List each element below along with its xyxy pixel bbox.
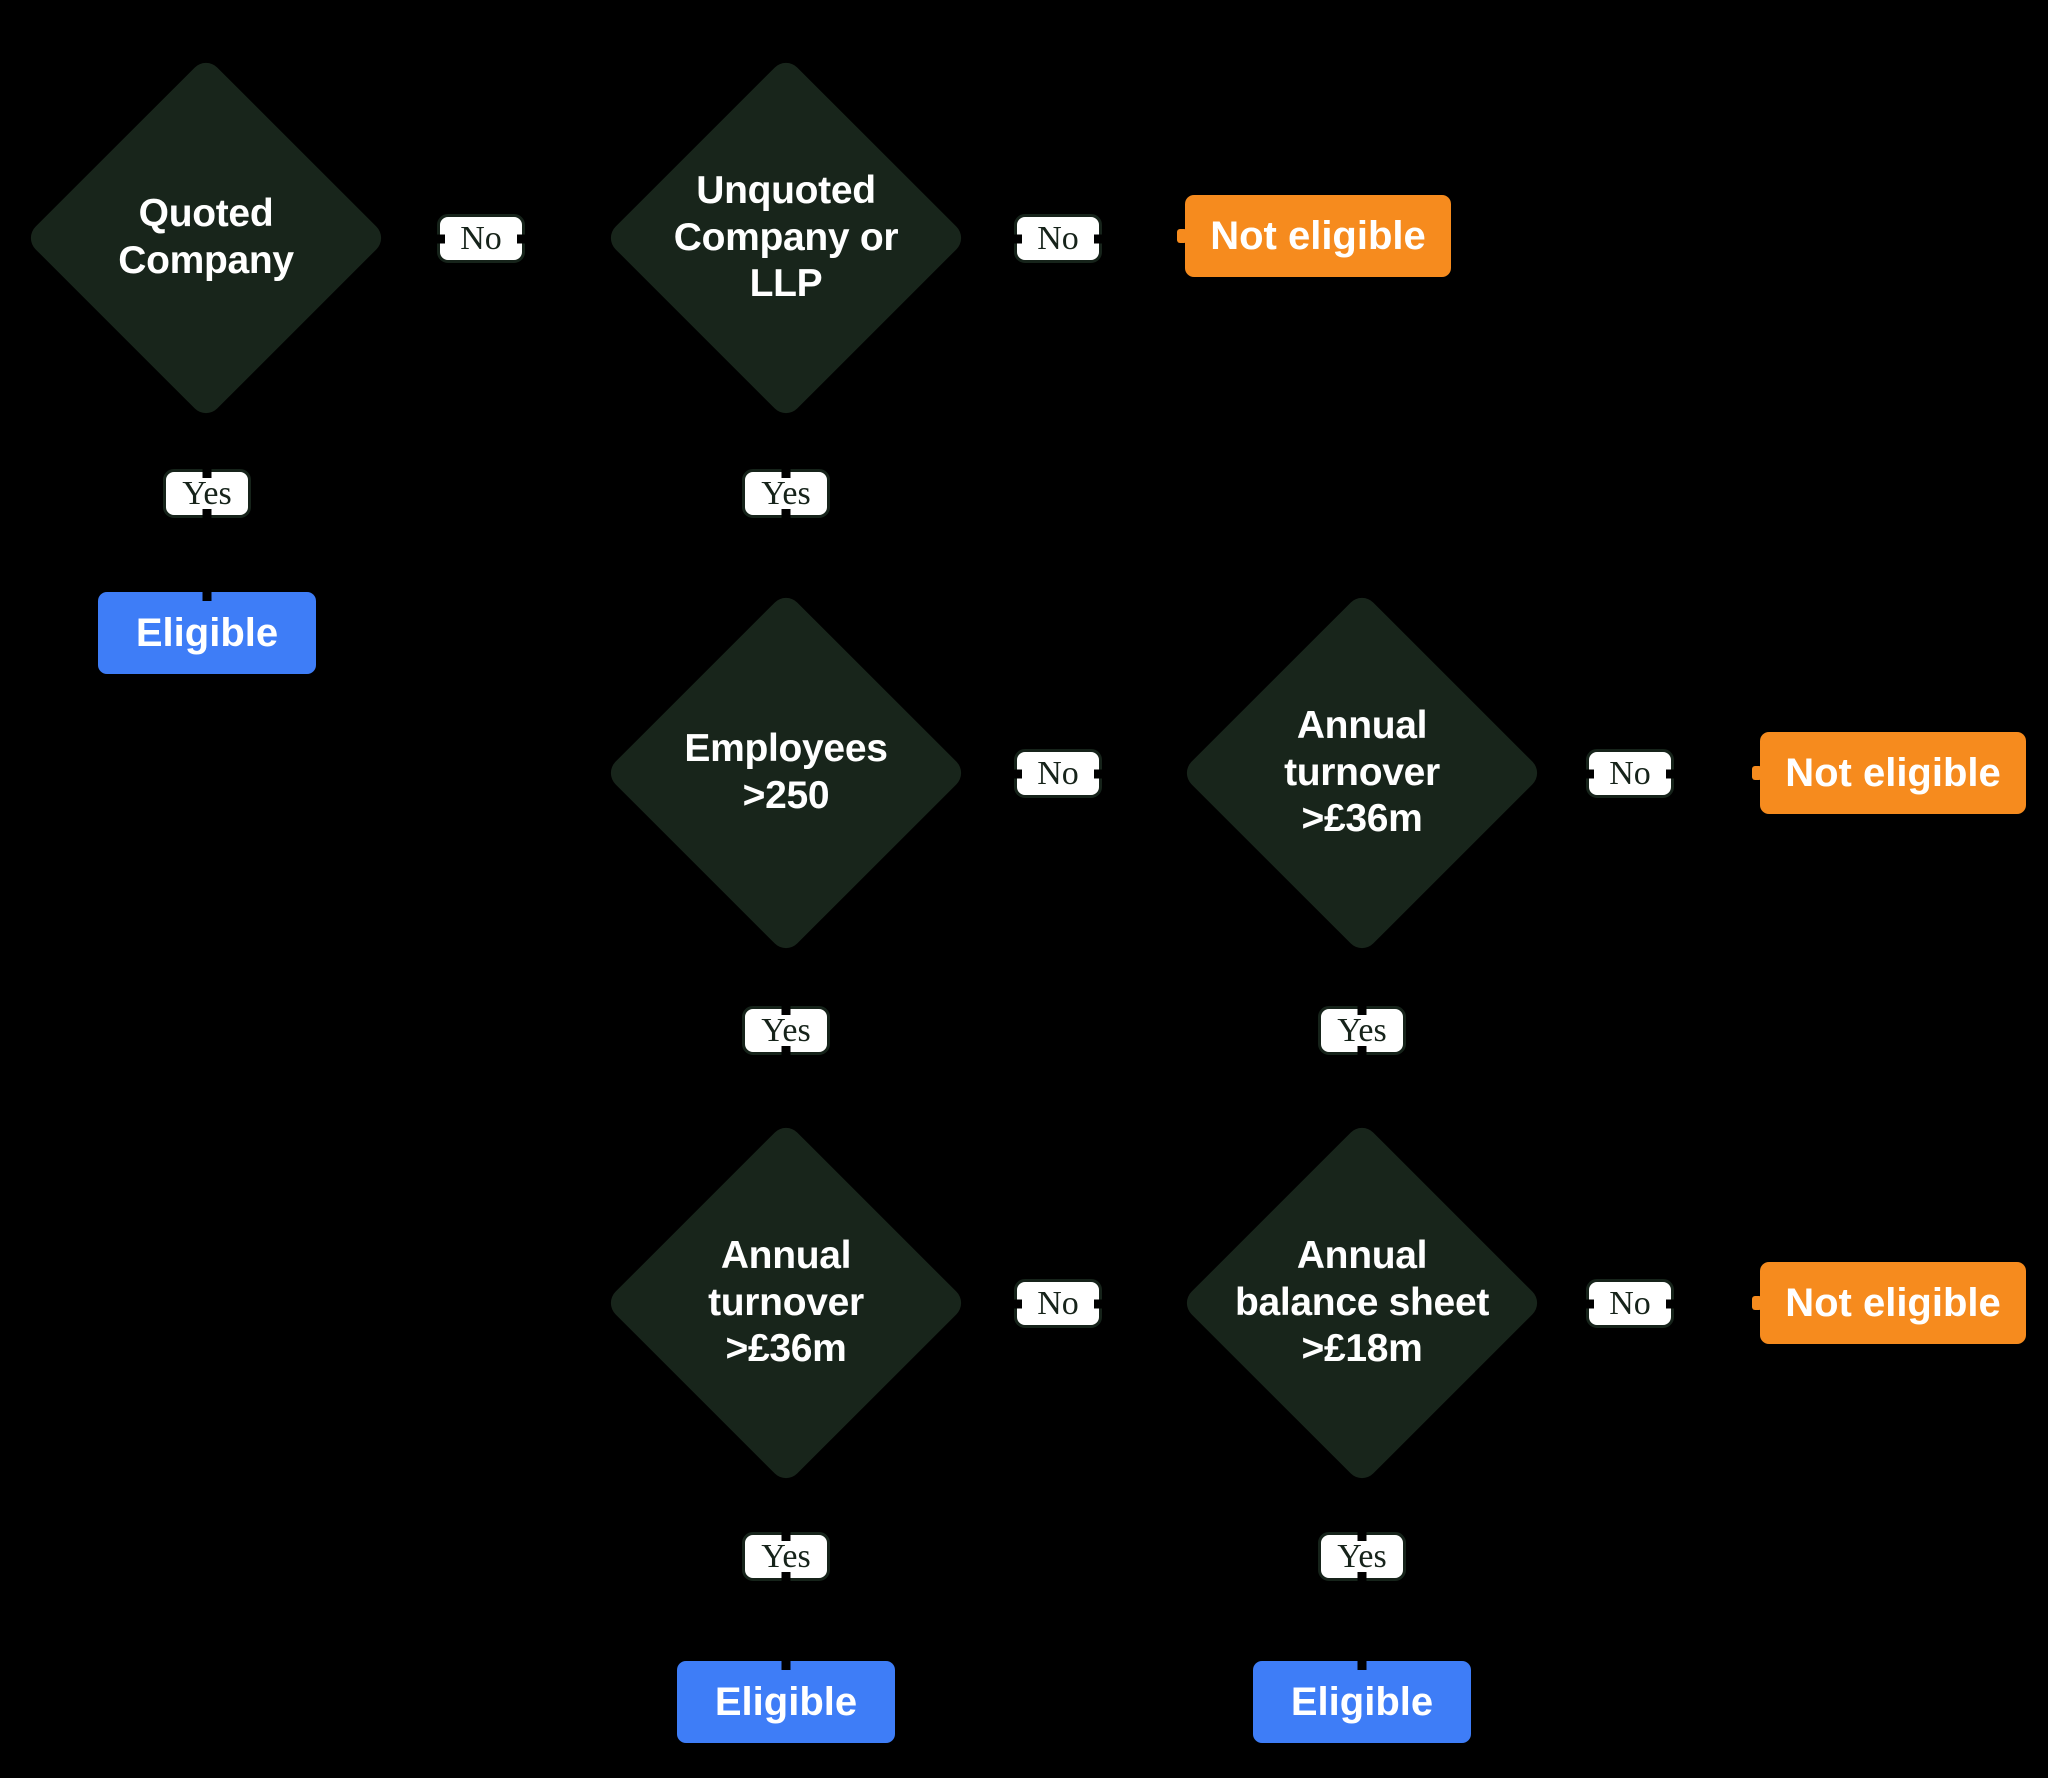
no-label: No	[1037, 1284, 1079, 1322]
not-eligible-label: Not eligible	[1785, 750, 2001, 795]
yes-label: Yes	[182, 474, 232, 512]
connector-stub	[1357, 1046, 1367, 1055]
no-chip-4: No	[1586, 749, 1674, 798]
connector-stub	[781, 1660, 791, 1670]
connector-stub	[781, 1572, 791, 1581]
yes-label: Yes	[761, 1537, 811, 1575]
yes-label: Yes	[761, 474, 811, 512]
connector-stub	[1357, 1006, 1367, 1015]
decision-label: Annual balance sheet >£18m	[1234, 1233, 1490, 1371]
decision-label: Employees >250	[684, 727, 888, 817]
yes-label: Yes	[1337, 1537, 1387, 1575]
decision-quoted-company: Quoted Company	[24, 56, 388, 420]
connector-stub	[781, 1006, 791, 1015]
connector-stub	[517, 234, 525, 243]
decision-label: Unquoted Company or LLP	[673, 168, 899, 306]
decision-label: Annual turnover >£36m	[1284, 703, 1440, 841]
connector-stub	[1586, 769, 1594, 778]
outcome-eligible-1: Eligible	[98, 591, 316, 674]
connector-stub	[1014, 1299, 1022, 1308]
connector-stub	[1357, 1532, 1367, 1541]
connector-stub	[1357, 1660, 1367, 1670]
connector-stub	[1586, 1299, 1594, 1308]
not-eligible-label: Not eligible	[1785, 1280, 2001, 1325]
decision-label: Quoted Company	[118, 192, 294, 282]
yes-chip-2: Yes	[742, 469, 830, 518]
yes-label: Yes	[761, 1011, 811, 1049]
connector-stub	[1752, 766, 1762, 780]
decision-unquoted-company-llp: Unquoted Company or LLP	[604, 56, 968, 420]
connector-stub	[202, 469, 212, 478]
eligible-label: Eligible	[714, 1679, 858, 1724]
no-label: No	[1037, 754, 1079, 792]
connector-stub	[1014, 769, 1022, 778]
eligible-label: Eligible	[135, 610, 279, 655]
connector-stub	[1666, 769, 1674, 778]
connector-stub	[781, 469, 791, 478]
yes-chip-3: Yes	[742, 1006, 830, 1055]
yes-chip-5: Yes	[742, 1532, 830, 1581]
eligible-label: Eligible	[1290, 1679, 1434, 1724]
no-chip-1: No	[437, 214, 525, 263]
connector-stub	[1177, 229, 1187, 243]
not-eligible-label: Not eligible	[1210, 213, 1426, 258]
no-chip-5: No	[1014, 1279, 1102, 1328]
connector-stub	[202, 591, 212, 601]
connector-stub	[437, 234, 445, 243]
no-label: No	[1037, 219, 1079, 257]
decision-annual-turnover-36m-a: Annual turnover >£36m	[1180, 591, 1544, 955]
no-chip-3: No	[1014, 749, 1102, 798]
decision-employees-gt250: Employees >250	[604, 591, 968, 955]
connector-stub	[1752, 1296, 1762, 1310]
no-chip-2: No	[1014, 214, 1102, 263]
connector-stub	[1014, 234, 1022, 243]
connector-stub	[1666, 1299, 1674, 1308]
decision-label: Annual turnover >£36m	[708, 1233, 864, 1371]
yes-label: Yes	[1337, 1011, 1387, 1049]
connector-stub	[781, 1046, 791, 1055]
yes-chip-4: Yes	[1318, 1006, 1406, 1055]
outcome-eligible-2: Eligible	[677, 1660, 895, 1743]
yes-chip-1: Yes	[163, 469, 251, 518]
decision-annual-balance-sheet-18m: Annual balance sheet >£18m	[1180, 1121, 1544, 1485]
connector-stub	[781, 509, 791, 518]
outcome-not-eligible-3: Not eligible	[1752, 1262, 2026, 1344]
connector-stub	[1094, 769, 1102, 778]
connector-stub	[202, 509, 212, 518]
connector-stub	[1094, 234, 1102, 243]
no-label: No	[1609, 1284, 1651, 1322]
outcome-not-eligible-1: Not eligible	[1177, 195, 1451, 277]
no-chip-6: No	[1586, 1279, 1674, 1328]
outcome-not-eligible-2: Not eligible	[1752, 732, 2026, 814]
connector-stub	[1094, 1299, 1102, 1308]
decision-annual-turnover-36m-b: Annual turnover >£36m	[604, 1121, 968, 1485]
no-label: No	[1609, 754, 1651, 792]
outcome-eligible-3: Eligible	[1253, 1660, 1471, 1743]
no-label: No	[460, 219, 502, 257]
connector-stub	[781, 1532, 791, 1541]
yes-chip-6: Yes	[1318, 1532, 1406, 1581]
connector-stub	[1357, 1572, 1367, 1581]
